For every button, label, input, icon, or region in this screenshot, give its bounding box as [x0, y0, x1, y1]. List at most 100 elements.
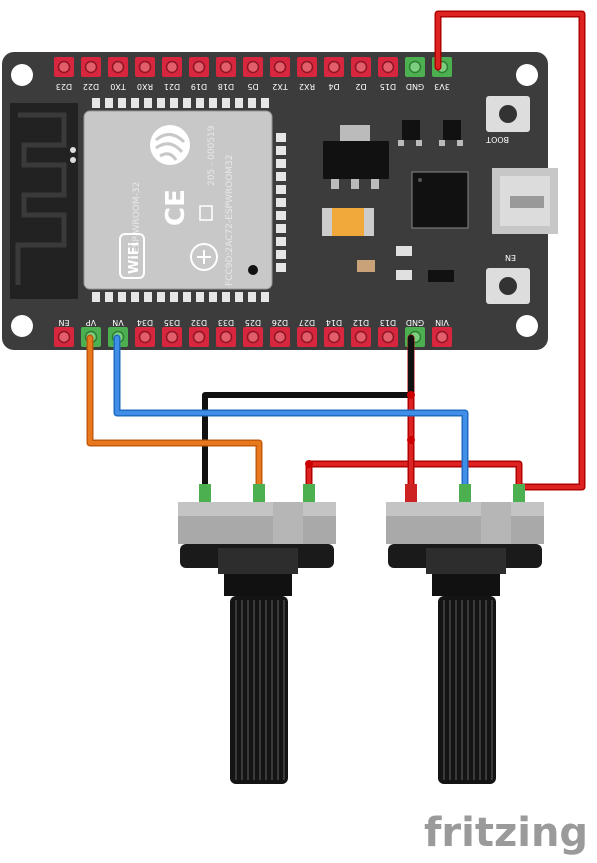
pin-label: D35 — [164, 318, 180, 327]
usb-uart-chip — [411, 171, 469, 229]
usb-port[interactable] — [492, 168, 558, 234]
pin-hole — [273, 60, 287, 74]
pin-hole — [327, 330, 341, 344]
module-cert: 205 - 000519 — [207, 125, 217, 186]
pin-hole — [165, 60, 179, 74]
junction-dot — [407, 436, 415, 444]
pot-pin — [253, 484, 265, 502]
transistor — [398, 120, 422, 146]
pin-label: D14 — [326, 318, 342, 327]
pin-label: RX0 — [137, 82, 153, 91]
pin-hole — [246, 330, 260, 344]
wires — [86, 10, 586, 499]
r-mark-icon — [199, 205, 213, 221]
wire-vn-highlight — [115, 336, 467, 497]
module-name: ESP-WROOM-32 — [132, 182, 142, 253]
svg-text:WiFi: WiFi — [127, 242, 142, 274]
pin-label: TX0 — [110, 82, 126, 91]
pin-label: D32 — [191, 318, 207, 327]
resistor — [357, 260, 375, 272]
pin-label: D4 — [328, 82, 339, 91]
tantalum-capacitor — [322, 208, 374, 236]
wifi-logo: WiFi — [119, 233, 145, 279]
junction-dot — [407, 391, 415, 399]
pin-hole — [408, 60, 422, 74]
pin-hole — [354, 60, 368, 74]
pin-hole — [138, 330, 152, 344]
pin-label: D2 — [355, 82, 366, 91]
telec-logo-icon — [190, 243, 218, 271]
diode — [428, 270, 454, 282]
pin-hole — [300, 60, 314, 74]
pin-hole — [246, 60, 260, 74]
espressif-logo-icon — [150, 125, 190, 165]
mounting-hole — [11, 64, 33, 86]
esp32-board: ESP-WROOM-32 FCC9D:2AC72-ESPWROOM32 205 … — [2, 52, 558, 350]
mounting-hole — [516, 315, 538, 337]
pin-hole — [327, 60, 341, 74]
pin-hole — [273, 330, 287, 344]
pot-pin — [303, 484, 315, 502]
junction-dot — [305, 460, 313, 468]
pin-hole — [84, 60, 98, 74]
pin-hole — [192, 60, 206, 74]
antenna — [10, 103, 78, 299]
potentiometer-2[interactable] — [386, 484, 544, 784]
capacitor — [396, 246, 412, 256]
pot-pin — [513, 484, 525, 502]
pin-hole — [354, 330, 368, 344]
pin-label: D34 — [137, 318, 153, 327]
pin-label: D26 — [272, 318, 288, 327]
pin-label: D33 — [218, 318, 234, 327]
pin-hole — [57, 330, 71, 344]
mounting-hole — [11, 315, 33, 337]
ce-mark: CE — [161, 189, 191, 226]
fritzing-watermark: fritzing — [424, 810, 588, 856]
pin-label: GND — [406, 82, 424, 91]
pin-label: VP — [86, 318, 96, 327]
pin-label: 3V3 — [434, 82, 450, 91]
pin-hole — [192, 330, 206, 344]
pin-label: D13 — [380, 318, 396, 327]
pot-pin — [405, 484, 417, 502]
pin-label: D12 — [353, 318, 369, 327]
pin-label: EN — [58, 318, 69, 327]
module-fcc: FCC9D:2AC72-ESPWROOM32 — [225, 154, 235, 286]
en-button[interactable]: EN — [486, 253, 530, 304]
pin-hole — [111, 60, 125, 74]
boot-button[interactable]: BOOT — [486, 96, 530, 144]
wire-3v3-supply-highlight — [436, 12, 584, 489]
pin-label: D22 — [83, 82, 99, 91]
pin-label: D23 — [56, 82, 72, 91]
pin-label: D18 — [218, 82, 234, 91]
capacitor — [396, 270, 412, 280]
transistor — [439, 120, 463, 146]
pin-hole — [300, 330, 314, 344]
pin-label: D21 — [164, 82, 180, 91]
pin-label: VN — [112, 318, 123, 327]
pin-hole — [219, 60, 233, 74]
pin-label: D15 — [380, 82, 396, 91]
pin-label: D25 — [245, 318, 261, 327]
pin-label: GND — [406, 318, 424, 327]
en-button-label: EN — [505, 253, 516, 262]
pin-label: D27 — [299, 318, 315, 327]
pin-hole — [219, 330, 233, 344]
pin-hole — [381, 60, 395, 74]
pot-pin — [199, 484, 211, 502]
boot-button-label: BOOT — [486, 135, 509, 144]
potentiometer-1[interactable] — [178, 484, 336, 784]
pin-hole — [435, 330, 449, 344]
pin-hole — [381, 330, 395, 344]
pin-label: D19 — [191, 82, 207, 91]
pin-hole — [57, 60, 71, 74]
wire-vp-highlight — [88, 336, 261, 497]
pin1-dot — [248, 265, 258, 275]
pin-hole — [138, 60, 152, 74]
voltage-regulator — [323, 125, 389, 189]
pin-label: D5 — [247, 82, 258, 91]
esp-wroom-32-module: ESP-WROOM-32 FCC9D:2AC72-ESPWROOM32 205 … — [83, 98, 286, 302]
